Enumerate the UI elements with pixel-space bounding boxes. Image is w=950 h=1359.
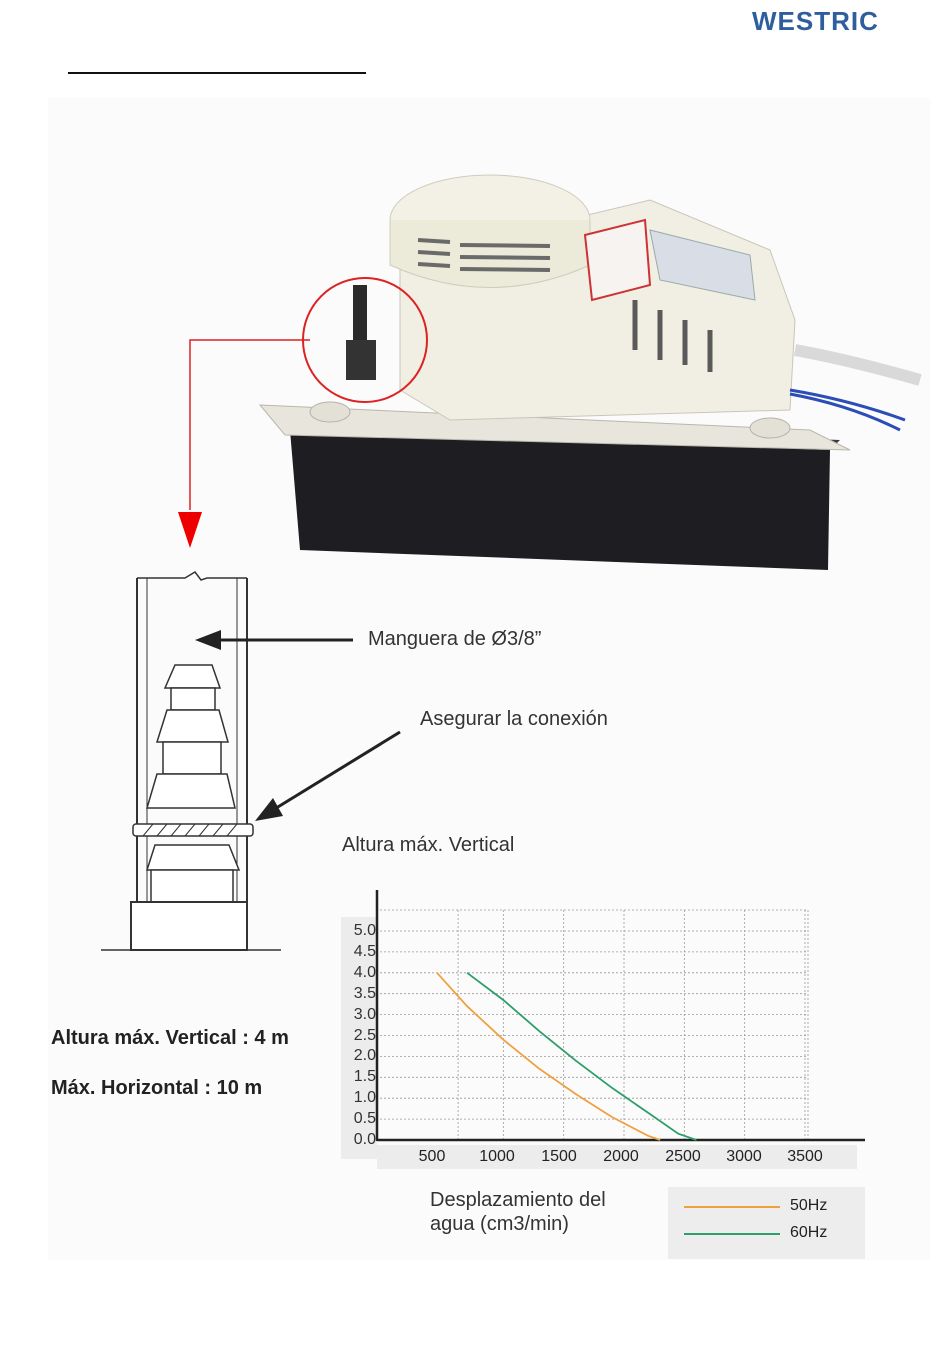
chart-legend: 50Hz 60Hz xyxy=(668,1187,865,1259)
legend-swatch-50hz xyxy=(684,1206,780,1208)
legend-swatch-60hz xyxy=(684,1233,780,1235)
legend-label-60hz: 60Hz xyxy=(790,1224,827,1242)
x-axis-label: Desplazamiento del agua (cm3/min) xyxy=(430,1188,606,1236)
legend-label-50hz: 50Hz xyxy=(790,1197,827,1215)
